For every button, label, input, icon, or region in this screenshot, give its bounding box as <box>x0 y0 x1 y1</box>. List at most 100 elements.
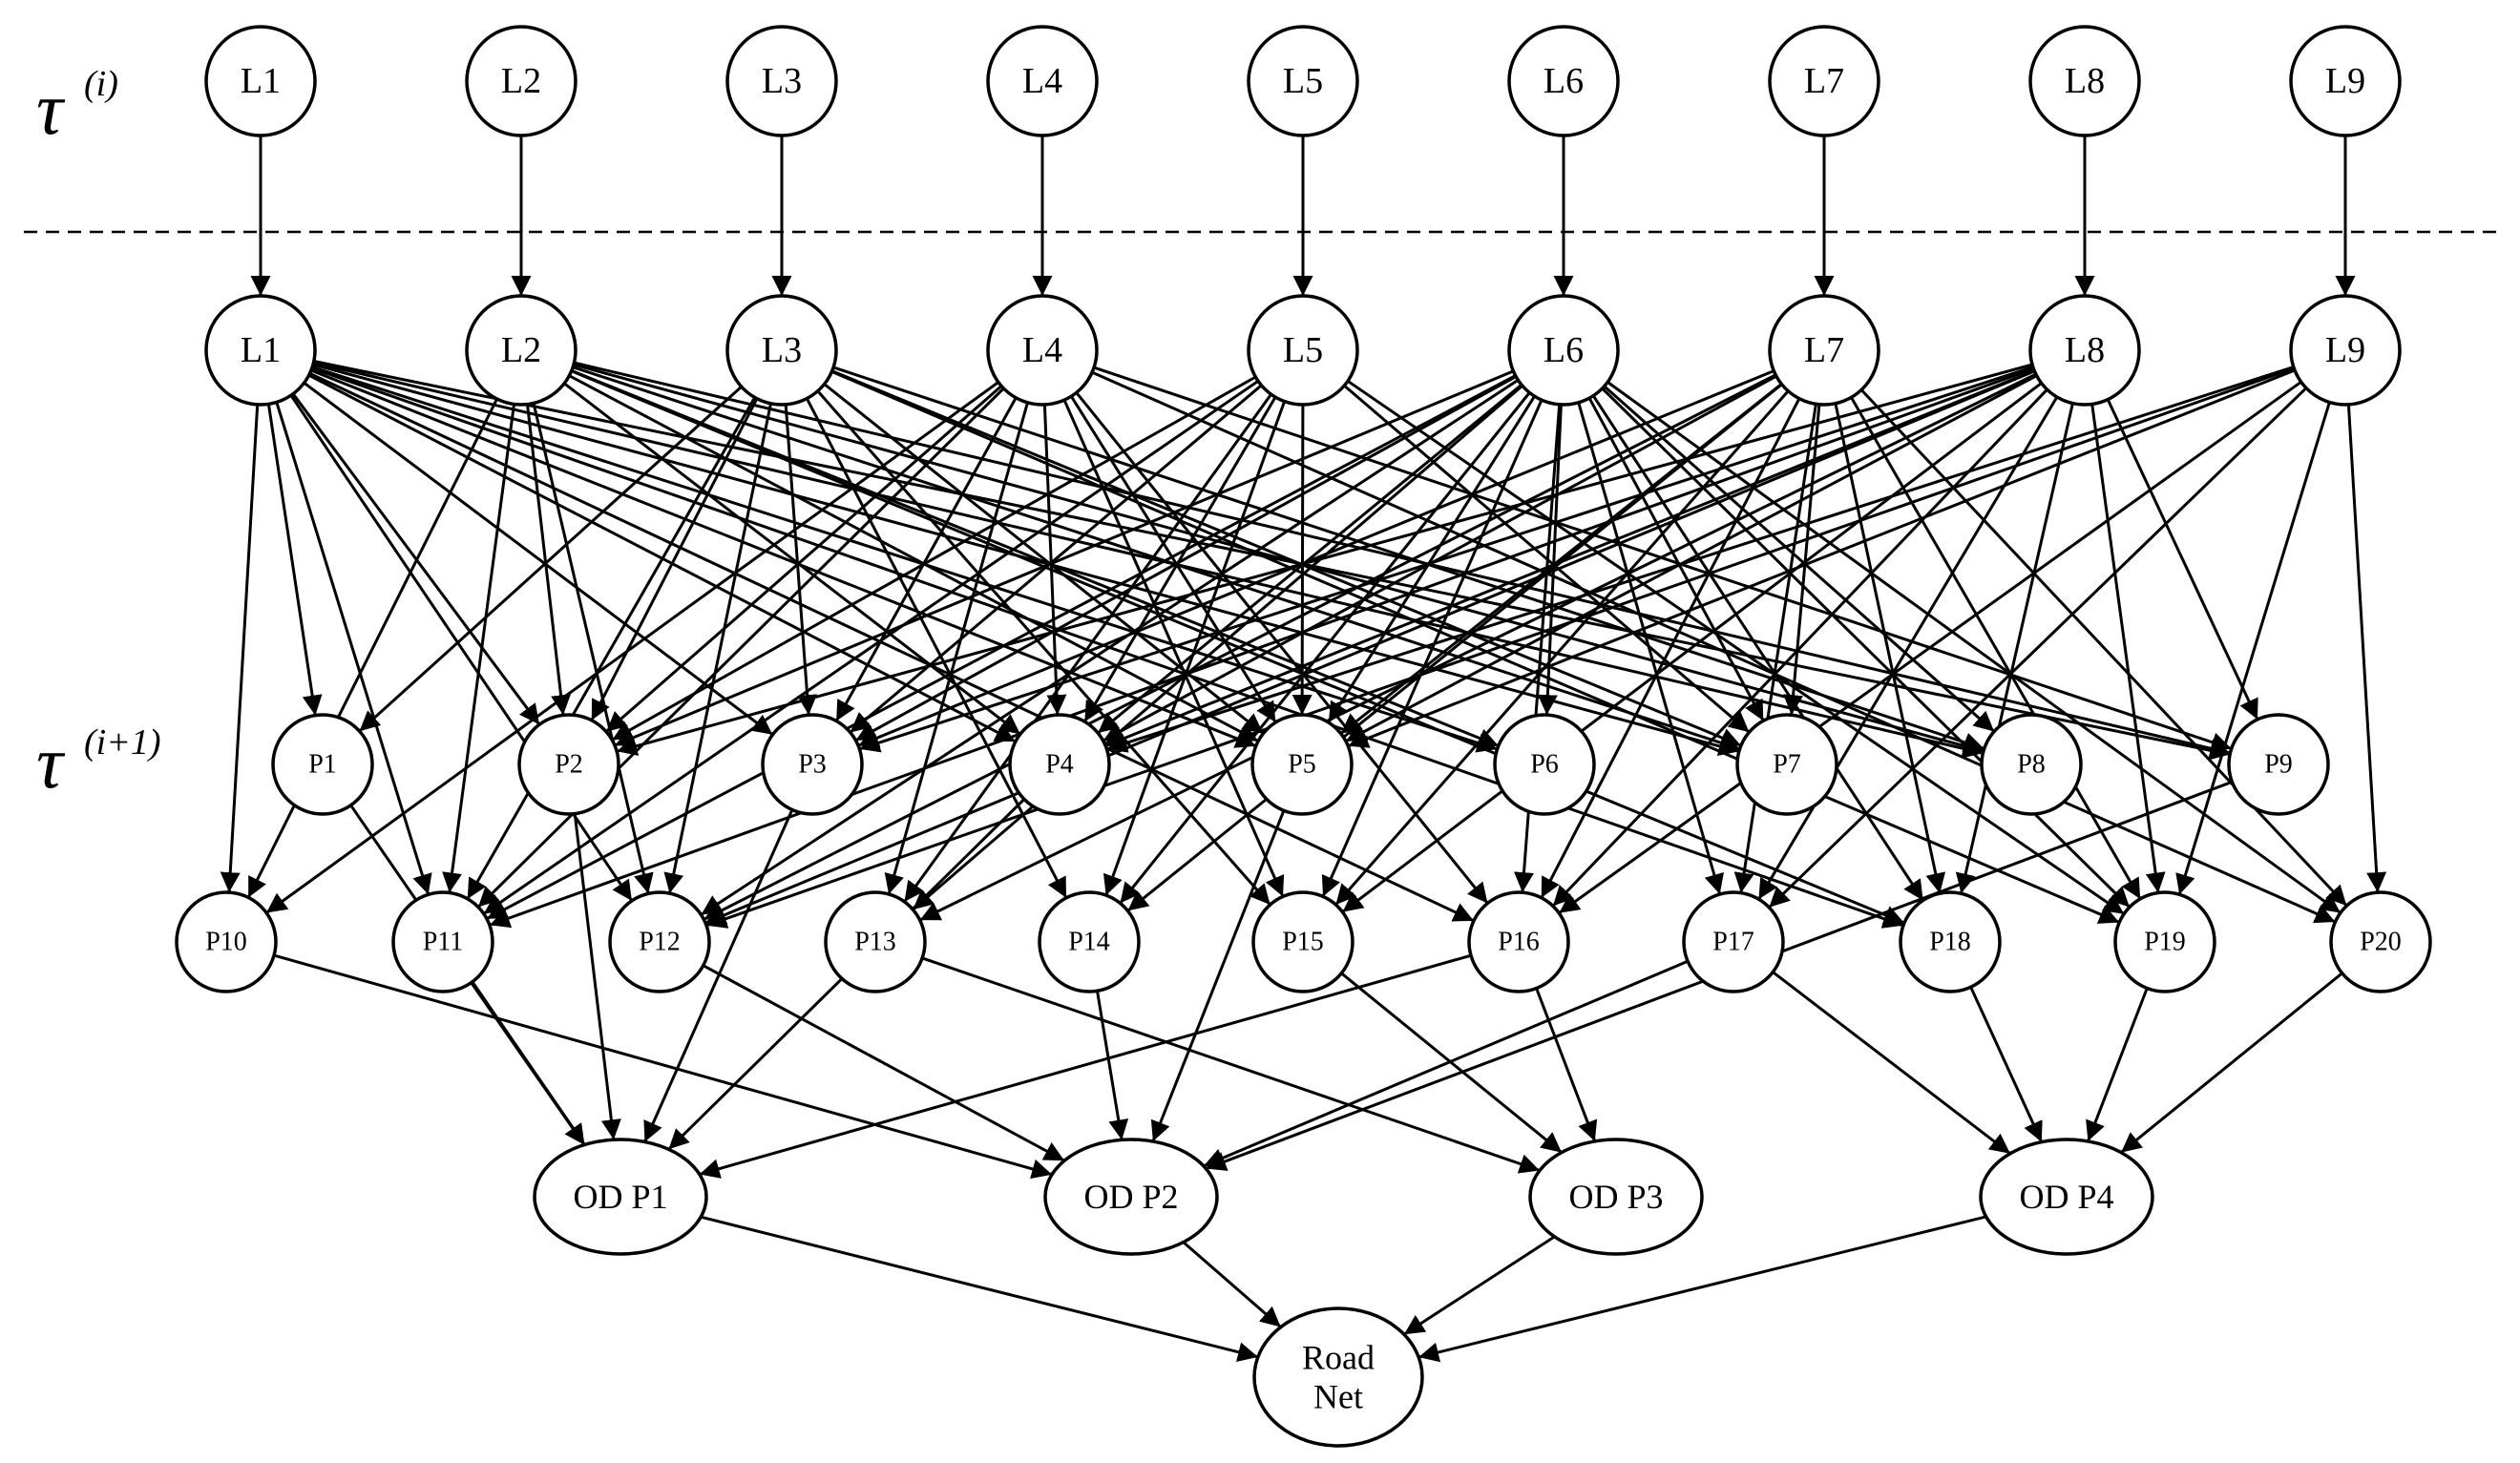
edge-l2-to-p12 <box>532 403 654 894</box>
node-l9-shape <box>2289 294 2402 407</box>
node-p15-shape <box>1251 890 1354 993</box>
edge-l7-to-p14 <box>1126 383 1783 912</box>
node-p11: P11 <box>391 890 494 993</box>
node-p7-label: P7 <box>1773 750 1801 780</box>
node-p12-label: P12 <box>639 928 681 957</box>
node-od-p2-shape <box>1043 1138 1219 1256</box>
edge-l8-to-p19 <box>2090 404 2166 893</box>
node-top-l4-shape <box>986 25 1099 137</box>
node-p10-shape <box>175 890 278 993</box>
node-od-p4-shape <box>1979 1138 2154 1256</box>
node-top-l7: L7 <box>1768 25 1880 137</box>
node-top-l9-label: L9 <box>2325 61 2365 101</box>
node-top-l7-shape <box>1768 25 1880 137</box>
node-top-l9-shape <box>2289 25 2402 137</box>
node-road-net-shape <box>1252 1306 1424 1448</box>
edge-l8-to-p15 <box>1341 382 2043 913</box>
node-p14-shape <box>1038 890 1141 993</box>
edge-l5-to-p19 <box>1347 380 2125 915</box>
edge-p15-to-od-p3 <box>1340 972 1563 1154</box>
edge-l9-to-p20 <box>2346 404 2387 893</box>
edge-l6-to-p17 <box>1577 402 1724 895</box>
edge-l7-to-p20 <box>1859 388 2348 908</box>
edge-l1-to-p3 <box>303 382 774 736</box>
node-od-p1: OD P1 <box>533 1138 708 1256</box>
edge-l9-to-p5 <box>1347 368 2296 748</box>
node-l3: L3 <box>725 294 838 407</box>
node-od-p4-label: OD P4 <box>2019 1178 2113 1216</box>
edge-l6-to-p18 <box>1591 394 1924 902</box>
node-p5-shape <box>1250 713 1354 816</box>
edge-l8-to-p18 <box>1955 403 2074 894</box>
node-road-net-label-line: Net <box>1313 1378 1363 1416</box>
node-p15: P15 <box>1251 890 1354 993</box>
node-p10: P10 <box>175 890 278 993</box>
node-top-l1-label: L1 <box>241 61 281 101</box>
edge-l5-to-p5 <box>1292 404 1312 716</box>
edge-l7-to-p17 <box>1733 404 1817 893</box>
edge-l4-to-p3 <box>834 397 1018 722</box>
edge-l6-to-p20 <box>1606 381 2342 914</box>
node-l1: L1 <box>204 294 317 407</box>
node-od-p4: OD P4 <box>1979 1138 2154 1256</box>
node-p18-shape <box>1899 890 2002 993</box>
node-p7-shape <box>1735 713 1838 816</box>
edge-l6-to-p8 <box>1603 385 1996 733</box>
edge-l8-to-p17 <box>1757 396 2059 901</box>
node-p9-shape <box>2227 713 2330 816</box>
tau-i-plus-1-symbol: τ <box>36 721 66 804</box>
node-top-l3-shape <box>725 25 838 137</box>
edge-l4-to-p5 <box>1070 395 1277 723</box>
node-p1-label: P1 <box>308 750 337 780</box>
edge-l7-to-p3 <box>857 369 1774 748</box>
node-top-l1-shape <box>204 25 317 137</box>
edge-l3-to-p3 <box>784 404 818 716</box>
node-p9-label: P9 <box>2264 750 2293 780</box>
node-top-l3-label: L3 <box>762 61 802 101</box>
node-p8-label: P8 <box>2017 750 2046 780</box>
node-top-l5: L5 <box>1247 25 1359 137</box>
node-p5-label: P5 <box>1288 750 1316 780</box>
node-p18-label: P18 <box>1929 928 1971 957</box>
node-l8-label: L8 <box>2065 330 2105 370</box>
node-p8: P8 <box>1980 713 2083 816</box>
node-od-p2: OD P2 <box>1043 1138 1219 1256</box>
node-p4-label: P4 <box>1045 750 1074 780</box>
node-p2-shape <box>517 713 620 816</box>
node-p12-shape <box>608 890 711 993</box>
edge-l2-to-p2 <box>526 404 572 716</box>
edge-l4-to-p16 <box>1075 391 1489 905</box>
edge-l5-to-p11 <box>482 380 1259 915</box>
node-p17-shape <box>1682 890 1785 993</box>
edge-l3-to-p5 <box>823 383 1265 735</box>
node-l5: L5 <box>1247 294 1359 407</box>
node-l3-shape <box>725 294 838 407</box>
node-p19-label: P19 <box>2144 928 2186 957</box>
node-l6: L6 <box>1507 294 1620 407</box>
edge-l8-to-p11 <box>489 366 2034 929</box>
edge-l1-to-p8 <box>313 361 1984 759</box>
node-p4-shape <box>1008 713 1111 816</box>
edge-l6-to-p2 <box>614 369 1514 747</box>
node-l4-label: L4 <box>1022 330 1062 370</box>
node-p19-shape <box>2113 890 2216 993</box>
node-top-l8: L8 <box>2028 25 2141 137</box>
edge-l7-to-p15 <box>1334 389 1790 906</box>
node-top-l6-label: L6 <box>1544 61 1584 101</box>
edge-l2-to-p6 <box>571 369 1500 748</box>
edge-l4-to-p4 <box>1042 404 1067 716</box>
node-p4: P4 <box>1008 713 1111 816</box>
edge-l8-to-p4 <box>1104 369 2035 748</box>
node-top-l5-shape <box>1247 25 1359 137</box>
node-l1-label: L1 <box>241 330 281 370</box>
edge-l4-to-p2 <box>605 385 1003 733</box>
node-l5-shape <box>1247 294 1359 407</box>
node-od-p3: OD P3 <box>1528 1138 1704 1256</box>
node-top-l8-shape <box>2028 25 2141 137</box>
node-p19: P19 <box>2113 890 2216 993</box>
node-top-l4: L4 <box>986 25 1099 137</box>
edge-l1-to-p9 <box>313 360 2231 761</box>
edge-p13-to-od-p3 <box>921 956 1541 1174</box>
